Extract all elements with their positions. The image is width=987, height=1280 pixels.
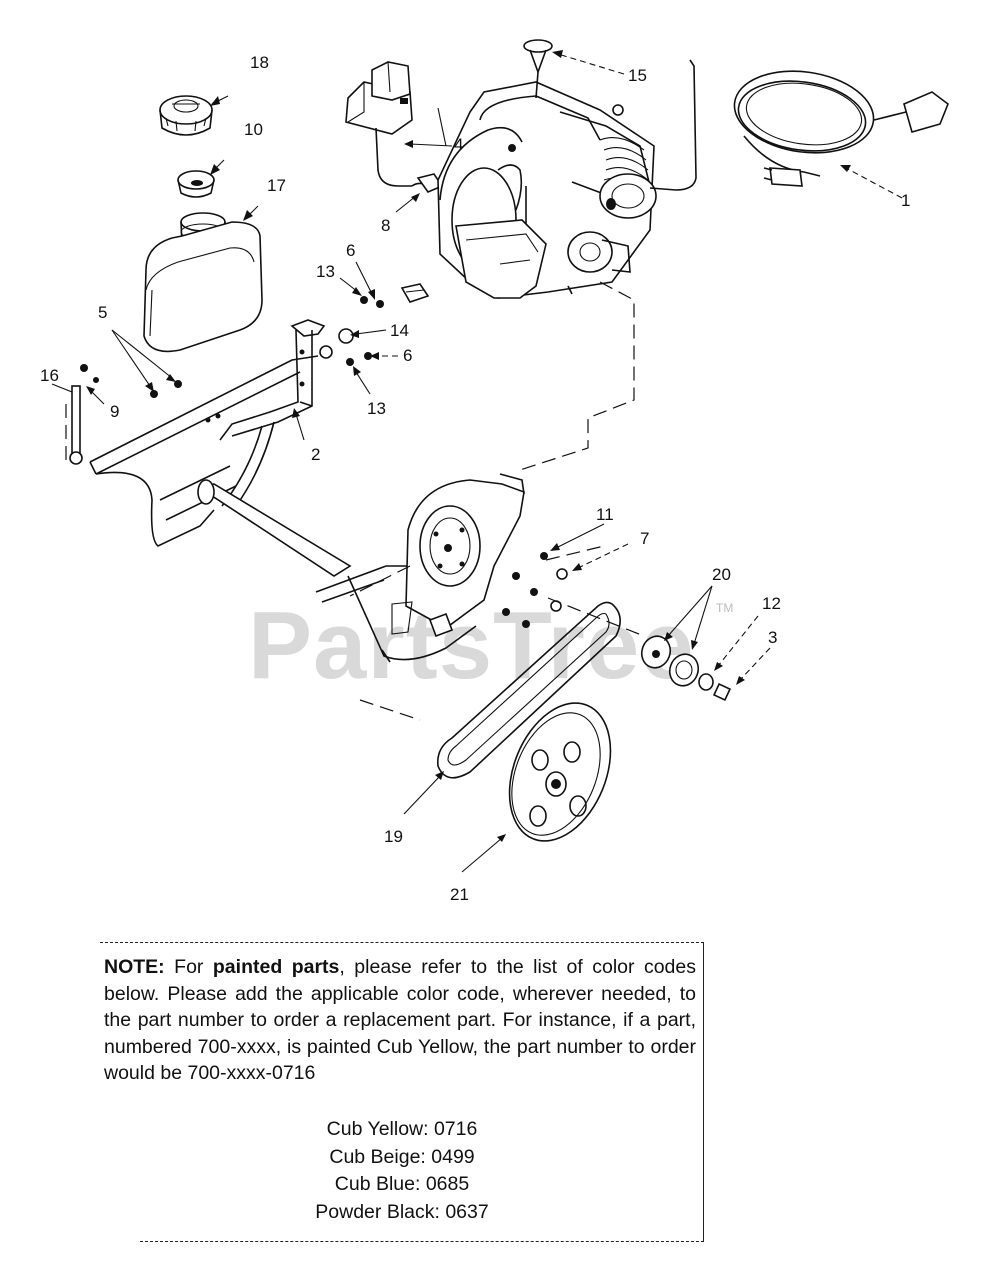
callout-17: 17	[267, 176, 286, 195]
part-primer-15	[523, 39, 553, 99]
part-frame	[89, 319, 525, 663]
callout-21: 21	[450, 885, 469, 904]
callout-15: 15	[628, 66, 647, 85]
note-paragraph: NOTE: For painted parts, please refer to…	[104, 954, 696, 1087]
callout-2: 2	[311, 445, 320, 464]
callout-3: 3	[768, 628, 777, 647]
callout-5: 5	[98, 303, 107, 322]
part-engine	[437, 81, 657, 299]
callout-9: 9	[110, 402, 119, 421]
callout-labels: 18 10 17 15 4 8 1 6 13 14 6 13 5 16 9 2 …	[40, 53, 910, 904]
callout-12: 12	[762, 594, 781, 613]
color-code-note: NOTE: For painted parts, please refer to…	[100, 942, 704, 1242]
note-right-border	[703, 942, 704, 1242]
callout-4: 4	[454, 135, 463, 154]
callout-1: 1	[901, 191, 910, 210]
leader-lines	[51, 50, 903, 873]
callout-18: 18	[250, 53, 269, 72]
watermark-trademark: TM	[716, 601, 733, 615]
assembly-lines	[65, 281, 645, 721]
color-code-item: Cub Blue: 0685	[334, 1173, 470, 1195]
color-code-item: Powder Black: 0637	[315, 1200, 489, 1223]
color-code-item: Cub Beige: 0499	[329, 1145, 475, 1168]
callout-20: 20	[712, 565, 731, 584]
part-switch-box	[345, 61, 435, 189]
callout-11: 11	[596, 505, 614, 524]
callout-10: 10	[244, 120, 263, 139]
callout-8: 8	[381, 216, 390, 235]
color-code-list: Cub Yellow: 0716 Cub Beige: 0499 Cub Blu…	[100, 1116, 704, 1226]
color-code-item: Cub Yellow: 0716	[326, 1118, 478, 1140]
exploded-parts-diagram: PartsTree TM	[40, 39, 949, 904]
callout-16: 16	[40, 366, 59, 385]
note-label: NOTE:	[104, 956, 165, 978]
callout-13-lower: 13	[367, 399, 386, 418]
callout-19: 19	[384, 827, 403, 846]
callout-6-upper: 6	[346, 241, 355, 260]
callout-6-lower: 6	[403, 346, 412, 365]
callout-14: 14	[390, 321, 409, 340]
part-fuel-strainer	[177, 170, 215, 198]
part-gas-cap	[159, 95, 213, 136]
note-top-border	[100, 942, 704, 943]
part-wheel-pulley	[508, 702, 612, 842]
part-extension-cord	[733, 70, 949, 187]
hardware-bolts	[69, 283, 568, 628]
callout-13-upper: 13	[316, 262, 335, 281]
cable-loop	[649, 59, 697, 191]
callout-7: 7	[640, 529, 649, 548]
note-text-1: For	[164, 956, 213, 978]
note-text-2: , please refer to the list of color code…	[104, 956, 697, 1084]
note-bottom-border	[140, 1241, 704, 1242]
part-friction-discs	[640, 635, 732, 702]
note-bold-phrase: painted parts	[212, 956, 340, 978]
part-fuel-tank	[143, 212, 263, 353]
